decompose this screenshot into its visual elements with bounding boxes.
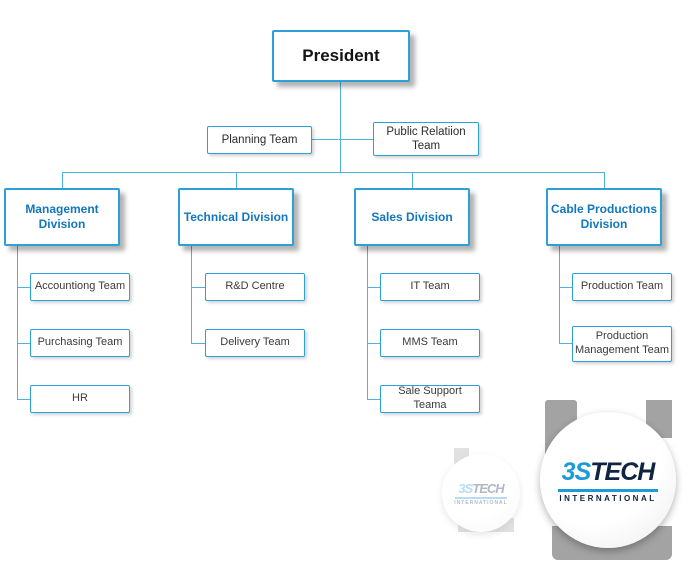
logo-wordmark-prefix: 3S: [458, 480, 473, 496]
connector-line: [367, 399, 380, 400]
division-box-management: Management Division: [4, 188, 120, 246]
connector-line: [559, 246, 560, 343]
estech-logo-watermark: 3STECH INTERNATIONAL: [440, 440, 524, 536]
connector-line: [236, 172, 237, 188]
logo-circle: 3STECH INTERNATIONAL: [442, 454, 520, 532]
connector-line: [341, 139, 373, 140]
connector-line: [17, 287, 30, 288]
logo-underline: [455, 496, 507, 499]
team-box: HR: [30, 385, 130, 413]
team-box: Production Management Team: [572, 326, 672, 362]
connector-line: [17, 343, 30, 344]
team-box: Production Team: [572, 273, 672, 301]
connector-line: [367, 287, 380, 288]
connector-line: [340, 82, 341, 172]
connector-line: [17, 246, 18, 399]
team-box: Sale Support Teama: [380, 385, 480, 413]
logo-underline: [558, 488, 658, 492]
connector-line: [62, 172, 605, 173]
connector-line: [312, 139, 341, 140]
logo-wordmark-suffix: TECH: [590, 457, 655, 486]
connector-line: [412, 172, 413, 188]
team-box: Accountiong Team: [30, 273, 130, 301]
logo-wordmark: 3STECH: [561, 457, 656, 487]
connector-line: [191, 287, 205, 288]
connector-line: [191, 343, 205, 344]
logo-wordmark: 3STECH: [458, 480, 504, 496]
estech-logo: 3STECH INTERNATIONAL: [540, 396, 690, 564]
logo-backdrop-shape: [458, 518, 514, 532]
division-box-cable-productions: Cable Productions Division: [546, 188, 662, 246]
logo-subtitle: INTERNATIONAL: [559, 493, 657, 503]
connector-line: [17, 399, 30, 400]
connector-line: [367, 246, 368, 399]
connector-line: [191, 246, 192, 343]
staff-box-public-relation-team: Public Relatiion Team: [373, 122, 479, 156]
logo-subtitle: INTERNATIONAL: [454, 499, 508, 506]
team-box: Delivery Team: [205, 329, 305, 357]
division-box-sales: Sales Division: [354, 188, 470, 246]
connector-line: [559, 343, 572, 344]
team-box: R&D Centre: [205, 273, 305, 301]
connector-line: [367, 343, 380, 344]
team-box: IT Team: [380, 273, 480, 301]
staff-box-planning-team: Planning Team: [207, 126, 312, 154]
president-box: President: [272, 30, 410, 82]
team-box: Purchasing Team: [30, 329, 130, 357]
logo-wordmark-suffix: TECH: [472, 480, 504, 496]
team-box: MMS Team: [380, 329, 480, 357]
logo-circle: 3STECH INTERNATIONAL: [540, 412, 676, 548]
connector-line: [62, 172, 63, 188]
division-box-technical: Technical Division: [178, 188, 294, 246]
logo-backdrop-shape: [454, 448, 469, 482]
logo-wordmark-prefix: 3S: [561, 457, 592, 486]
connector-line: [559, 287, 572, 288]
connector-line: [604, 172, 605, 188]
